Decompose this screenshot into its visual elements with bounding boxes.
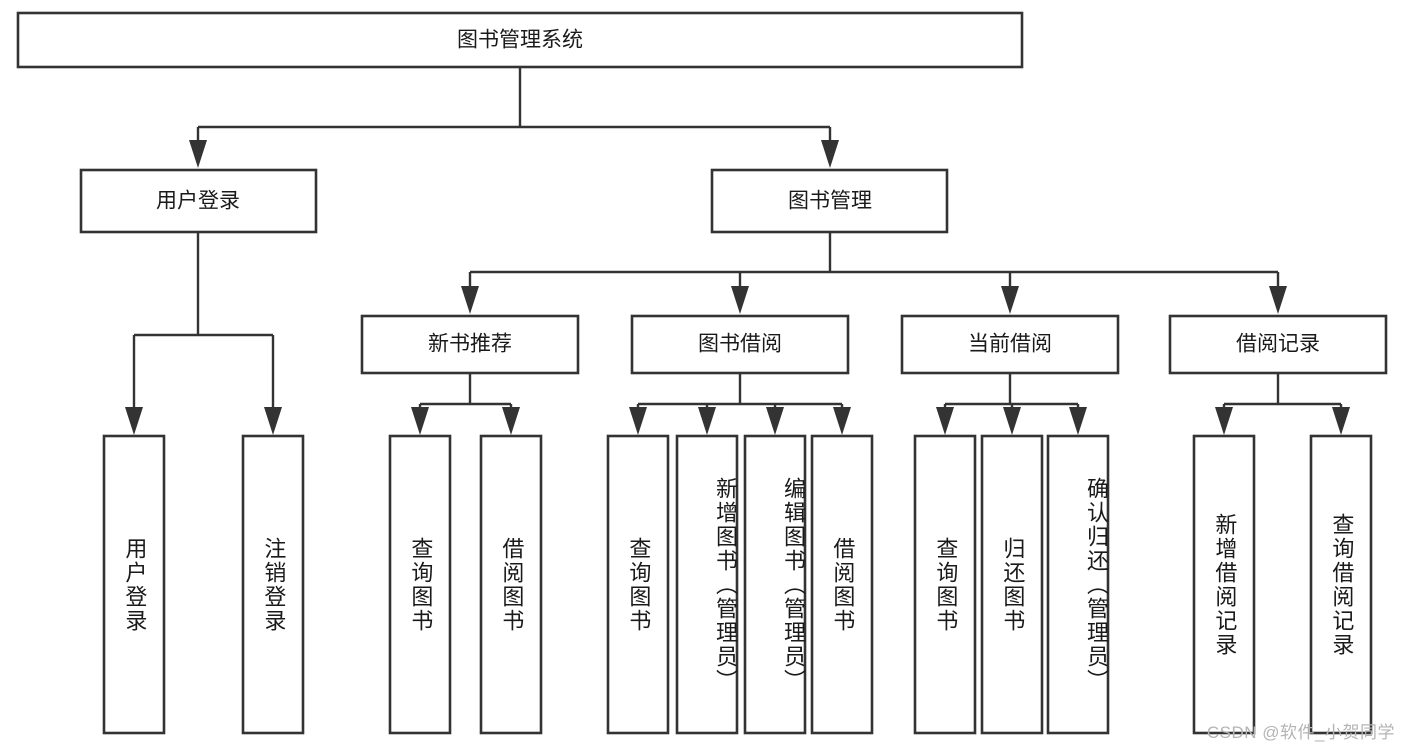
connector-group-current-borrow (936, 373, 1087, 435)
node-label-book-management: 图书管理 (788, 190, 872, 213)
arrowhead-bookmgmt-to-current (1001, 286, 1019, 314)
leaf-box-query-book-current[interactable] (913, 434, 977, 735)
node-box-new-book-recommend[interactable] (360, 314, 580, 375)
node-box-book-borrow[interactable] (630, 314, 850, 375)
arrowhead-newbook-to-leaf-2 (502, 407, 520, 435)
arrowhead-bookmgmt-to-record (1269, 286, 1287, 314)
arrowhead-borrow-to-leaf-3 (766, 407, 784, 435)
node-box-user-login[interactable] (79, 168, 318, 234)
arrowhead-bookmgmt-to-borrow (731, 286, 749, 314)
arrowhead-borrow-to-leaf-2 (698, 407, 716, 435)
arrowhead-userlogin-to-leaf-2 (264, 407, 282, 435)
arrowhead-borrow-to-leaf-1 (629, 407, 647, 435)
node-box-current-borrow[interactable] (900, 314, 1120, 375)
arrowhead-current-to-leaf-3 (1069, 407, 1087, 435)
watermark-text: CSDN @软件_小贺同学 (1206, 723, 1395, 742)
connector-group-book-management (461, 232, 1287, 314)
node-label-new-book-recommend: 新书推荐 (428, 333, 512, 356)
node-label-current-borrow: 当前借阅 (968, 333, 1052, 356)
leaf-box-return-book[interactable] (980, 434, 1044, 735)
leaf-box-add-borrow-record[interactable] (1192, 434, 1256, 735)
arrowhead-record-to-leaf-1 (1215, 407, 1233, 435)
leaf-box-borrow-book-rec[interactable] (479, 434, 543, 735)
leaf-box-borrow-book[interactable] (810, 434, 874, 735)
node-box-book-management[interactable] (710, 168, 949, 234)
arrowhead-root-to-user-login (189, 140, 207, 168)
leaf-box-user-login[interactable] (102, 434, 166, 735)
arrowhead-record-to-leaf-2 (1332, 407, 1350, 435)
leaf-box-query-book-rec[interactable] (388, 434, 452, 735)
connector-group-root (189, 67, 839, 168)
arrowhead-bookmgmt-to-new-book (461, 286, 479, 314)
leaf-box-confirm-return-admin[interactable] (1046, 434, 1110, 735)
arrowhead-current-to-leaf-1 (936, 407, 954, 435)
leaf-box-query-book-borrow[interactable] (606, 434, 670, 735)
arrowhead-borrow-to-leaf-4 (833, 407, 851, 435)
node-label-borrow-record: 借阅记录 (1236, 333, 1320, 356)
node-label-user-login: 用户登录 (156, 190, 240, 213)
leaf-box-edit-book-admin[interactable] (743, 434, 807, 735)
connector-group-borrow-record (1215, 373, 1350, 435)
connector-group-new-book (411, 373, 520, 435)
node-label-book-borrow: 图书借阅 (698, 333, 782, 356)
connector-group-user-login (125, 232, 282, 435)
node-box-root[interactable] (16, 11, 1024, 69)
leaf-box-add-book-admin[interactable] (675, 434, 739, 735)
leaf-box-query-borrow-record[interactable] (1309, 434, 1373, 735)
arrowhead-root-to-book-mgmt (821, 140, 839, 168)
arrowhead-newbook-to-leaf-1 (411, 407, 429, 435)
arrowhead-userlogin-to-leaf-1 (125, 407, 143, 435)
arrowhead-current-to-leaf-2 (1003, 407, 1021, 435)
node-box-borrow-record[interactable] (1168, 314, 1388, 375)
connector-group-book-borrow (629, 373, 851, 435)
leaf-box-logout[interactable] (241, 434, 305, 735)
node-label-root: 图书管理系统 (457, 29, 583, 52)
